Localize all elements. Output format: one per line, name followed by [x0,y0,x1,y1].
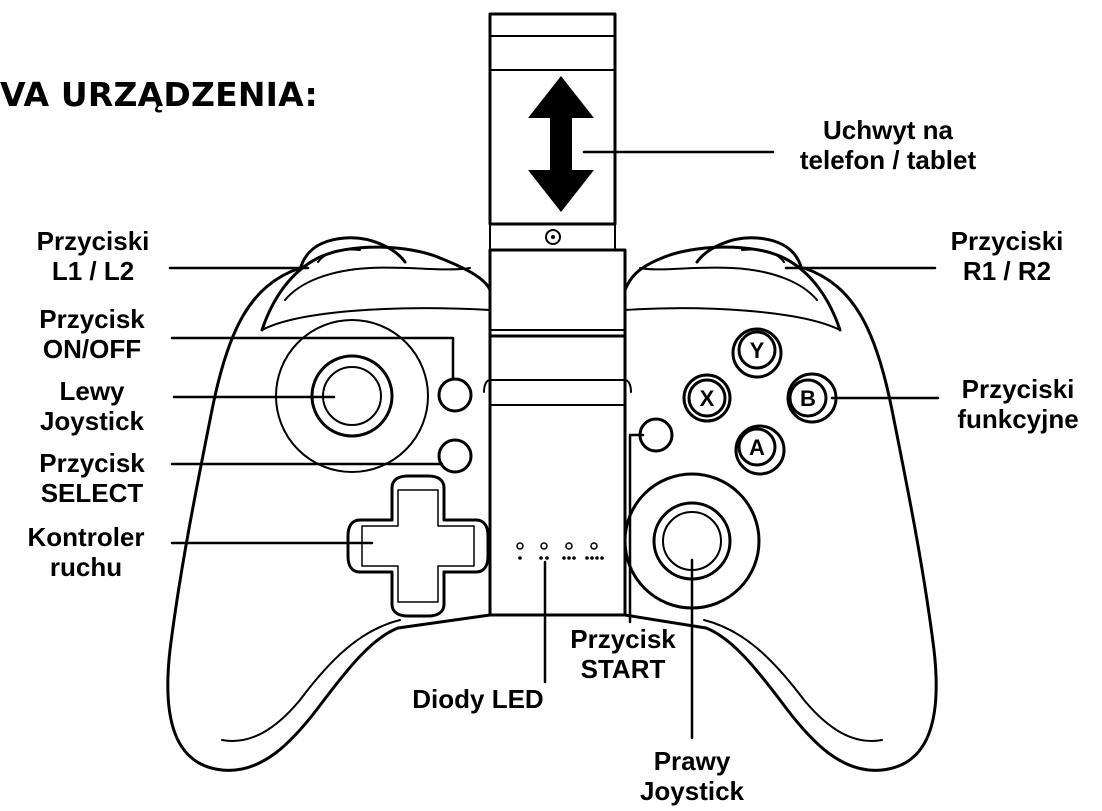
led-dot-2b [545,556,549,560]
shoulder-right-inner [639,266,818,301]
a-button [737,427,777,467]
label-dpad: Kontroler ruchu [0,522,172,582]
label-right-joystick: Prawy Joystick [612,746,772,806]
led-dot-2a [539,556,543,560]
led-dot-3a [562,556,566,560]
label-holder-line2: telefon / tablet [799,145,977,175]
led-1 [516,542,524,550]
led-dot-4a [585,556,589,560]
label-led-line1: Diody LED [412,684,544,714]
holder-screw [545,229,561,245]
shoulder-left-inner [284,266,471,301]
led-3 [565,542,573,550]
label-onoff-line1: Przycisk [39,304,145,334]
trigger-right [695,236,804,272]
face-contour-right [624,307,841,331]
shoulder-right [623,245,842,332]
led-dot-4b [590,556,594,560]
select-button [437,438,473,474]
label-select-line2: SELECT [40,478,144,508]
led-dots [518,556,604,560]
face-contour-left [261,307,491,331]
label-l1l2-line2: L1 / L2 [51,256,135,286]
led-dot-3b [567,556,571,560]
label-start-line1: Przycisk [570,624,676,654]
start-button [638,417,674,453]
y-button-ring [731,327,783,379]
y-button [737,330,777,370]
column-band [483,379,632,406]
dpad-inner [361,489,475,603]
label-select: Przycisk SELECT [10,448,174,508]
leader-onoff [170,336,455,380]
led-indicators [516,542,598,550]
a-button-ring [734,424,786,476]
label-onoff-line2: ON/OFF [42,334,142,364]
label-select-line1: Przycisk [39,448,145,478]
led-dot-4c [595,556,599,560]
controller-lower-contour [221,619,401,742]
label-function-buttons: Przyciski funkcyjne [934,374,1102,434]
led-dot-3c [572,556,576,560]
label-lstick-line2: Joystick [39,406,145,436]
label-dpad-line1: Kontroler [27,522,145,552]
x-button [687,378,727,418]
b-button [788,378,828,418]
label-start-line2: START [580,654,666,684]
leader-start [628,433,645,624]
label-holder-line1: Uchwyt na [822,115,954,145]
label-led: Diody LED [388,684,568,714]
trigger-left-cap [317,248,361,263]
led-dot-4d [600,556,604,560]
label-func-line1: Przyciski [961,374,1075,404]
label-l1l2-line1: Przyciski [36,226,150,256]
label-lstick-line1: Lewy [59,376,125,406]
trigger-right-cap [741,248,785,263]
holder-neck [488,248,627,338]
label-rstick-line1: Prawy [653,746,731,776]
dpad-outer [346,474,490,618]
onoff-button [437,377,473,413]
label-start: Przycisk START [543,624,703,684]
adjust-arrow [528,76,594,212]
b-button-letter: B [800,386,816,411]
x-button-ring [682,373,732,423]
label-func-line2: funkcyjne [957,404,1079,434]
label-dpad-line2: ruchu [49,552,123,582]
label-rstick-line2: Joystick [639,776,745,806]
holder-screw-dot [551,235,555,239]
controller-lower-contour-right [703,619,883,742]
label-holder: Uchwyt na telefon / tablet [768,115,1008,175]
led-dot-1 [518,556,522,560]
label-onoff: Przycisk ON/OFF [12,304,172,364]
trigger-left [298,236,407,272]
y-button-letter: Y [750,338,765,363]
led-2 [540,542,548,550]
led-4 [590,542,598,550]
page-heading: VA URZĄDZENIA: [0,75,318,114]
a-button-letter: A [749,435,765,460]
label-l1l2: Przyciski L1 / L2 [8,226,178,286]
label-r1r2: Przyciski R1 / R2 [922,226,1092,286]
label-left-joystick: Lewy Joystick [12,376,172,436]
label-r1r2-line1: Przyciski [950,226,1064,256]
label-r1r2-line2: R1 / R2 [962,256,1052,286]
x-button-letter: X [700,386,715,411]
